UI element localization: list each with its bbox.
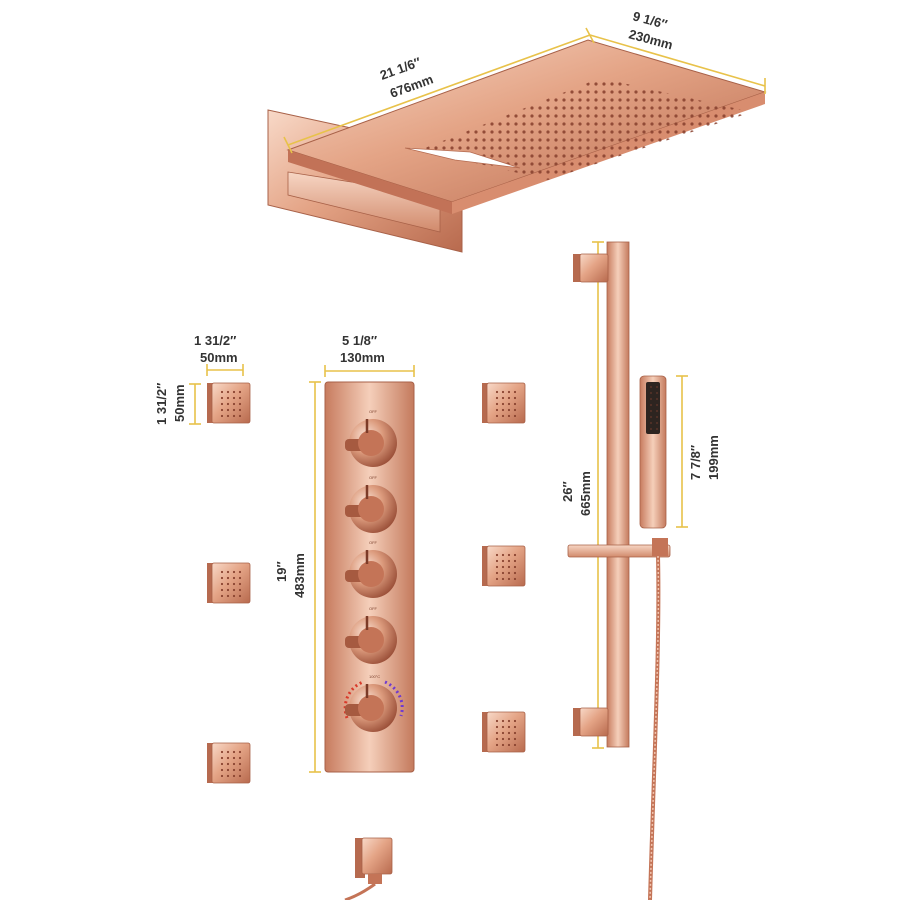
bar-height-mm: 665mm bbox=[578, 471, 593, 516]
slide-rail bbox=[606, 241, 630, 748]
knob-off-label: OFF bbox=[369, 540, 378, 545]
waterfall-slot bbox=[404, 147, 521, 169]
shower-hose bbox=[648, 555, 661, 900]
nozzle-field bbox=[420, 78, 752, 180]
sliding-holder bbox=[567, 538, 671, 558]
rain-length-tick-a bbox=[283, 136, 293, 154]
jet-height-in: 1 31/2″ bbox=[154, 383, 169, 425]
wall-supply-elbow bbox=[344, 837, 393, 900]
body-jet bbox=[482, 382, 526, 424]
hand-shower: 7 7/8″ 199mm bbox=[639, 375, 721, 900]
body-jet bbox=[207, 382, 251, 424]
knob-off-label: OFF bbox=[369, 409, 378, 414]
jet-width-in: 1 31/2″ bbox=[194, 333, 236, 348]
body-jet bbox=[207, 742, 251, 784]
rain-shower-head: 21 1/6″ 676mm 9 1/6″ 230mm bbox=[267, 8, 767, 253]
diverter-knob: OFF bbox=[345, 540, 397, 598]
thermo-label: 100°C bbox=[369, 674, 380, 679]
slide-bar: 26″ 665mm bbox=[560, 241, 671, 749]
panel-height-mm: 483mm bbox=[292, 553, 307, 598]
panel-width-mm: 130mm bbox=[340, 350, 385, 365]
rain-width-dim-line bbox=[589, 34, 766, 87]
hand-height-in: 7 7/8″ bbox=[688, 445, 703, 480]
body-jets bbox=[207, 382, 526, 784]
rail-bracket-top bbox=[573, 253, 609, 283]
knob-off-label: OFF bbox=[369, 606, 378, 611]
jet-width-mm: 50mm bbox=[200, 350, 238, 365]
jet-height-mm: 50mm bbox=[172, 384, 187, 422]
rain-length-dim-line bbox=[287, 34, 591, 146]
diverter-knob: OFF bbox=[345, 409, 397, 467]
hand-height-mm: 199mm bbox=[706, 435, 721, 480]
body-jet bbox=[207, 562, 251, 604]
body-jet-dimensioned: 1 31/2″ 50mm 1 31/2″ 50mm bbox=[154, 333, 244, 425]
knob-off-label: OFF bbox=[369, 475, 378, 480]
thermostatic-knob: 100°C bbox=[343, 674, 404, 732]
panel-height-in: 19″ bbox=[274, 561, 289, 582]
valve-panel: 5 1/8″ 130mm 19″ 483mm OFF OFF OFF bbox=[274, 333, 415, 773]
body-jet bbox=[482, 545, 526, 587]
body-jet bbox=[482, 711, 526, 753]
rain-head-front-edge bbox=[288, 150, 452, 214]
diverter-knob: OFF bbox=[345, 606, 397, 664]
bar-height-in: 26″ bbox=[560, 481, 575, 502]
panel-width-in: 5 1/8″ bbox=[342, 333, 377, 348]
rail-bracket-bottom bbox=[573, 707, 609, 737]
diverter-knob: OFF bbox=[345, 475, 397, 533]
